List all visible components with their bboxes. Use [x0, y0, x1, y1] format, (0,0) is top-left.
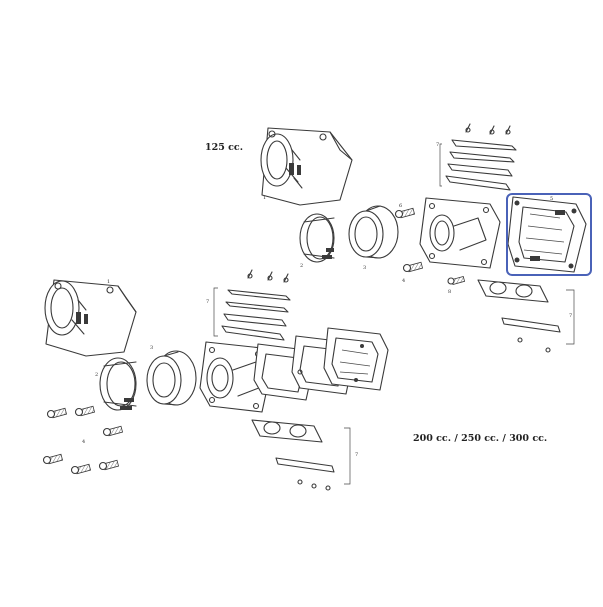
reed-valve-plate	[507, 196, 587, 273]
intake-manifold-top	[260, 127, 353, 206]
intake-manifold-bottom	[44, 279, 137, 357]
clamp-top	[299, 213, 335, 263]
gaskets-bottom-lower	[251, 419, 351, 491]
part-label: 1	[263, 195, 267, 201]
reed-housing-bottom	[199, 341, 273, 413]
highlight-frame	[506, 193, 592, 276]
part-label: 7	[206, 299, 210, 305]
title-125cc: 125 cc.	[205, 142, 244, 153]
part-label: 5	[550, 196, 554, 202]
part-label: 2	[95, 372, 99, 378]
reed-housing-top	[419, 197, 501, 269]
title-200-250-300cc: 200 cc. / 250 cc. / 300 cc.	[413, 433, 548, 444]
clamp-bottom	[99, 357, 137, 411]
reed-frames-bottom	[253, 327, 389, 401]
gaskets-top	[439, 123, 517, 191]
part-label: 7	[355, 452, 359, 458]
rubber-sleeve-top	[348, 205, 399, 259]
part-label: 8	[448, 289, 452, 295]
part-label: 3	[150, 345, 154, 351]
part-label: 2	[300, 263, 304, 269]
part-label: 4	[82, 439, 86, 445]
rubber-sleeve-bottom	[146, 350, 197, 406]
part-label: 7	[436, 142, 440, 148]
gasket-lower-top	[477, 279, 575, 353]
part-label: 7	[569, 313, 573, 319]
gaskets-bottom-upper	[213, 269, 291, 341]
part-label: 1	[107, 279, 111, 285]
part-label: 3	[363, 265, 367, 271]
screws-bottom	[42, 405, 124, 475]
part-label: 4	[402, 278, 406, 284]
part-label: 6	[399, 203, 403, 209]
